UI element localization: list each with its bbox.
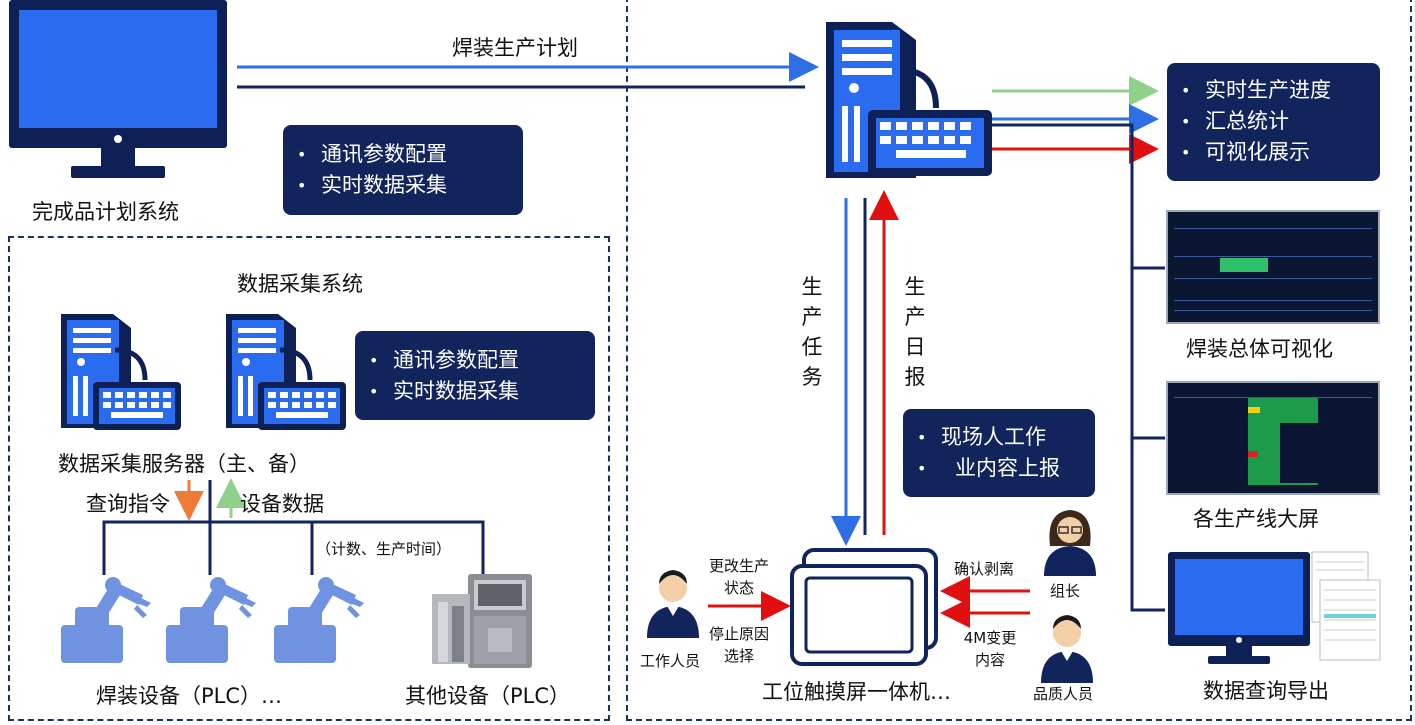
server-icon xyxy=(226,314,346,430)
right-summary-box: 实时生产进度 汇总统计 可视化展示 xyxy=(1167,63,1380,181)
query-label: 查询指令 xyxy=(86,492,170,516)
confirm-label: 确认剥离 xyxy=(954,560,1015,578)
device-data-label: 设备数据 xyxy=(240,492,324,516)
report-label: 生产日报 xyxy=(904,275,926,389)
server-icon xyxy=(61,314,181,430)
comm-box-top-item: 实时数据采集 xyxy=(283,170,523,201)
onsite-report-item: 现场人工作 xyxy=(903,422,1095,453)
comm-box-top: 通讯参数配置 实时数据采集 xyxy=(283,125,523,215)
acq-server-label: 数据采集服务器（主、备） xyxy=(58,452,310,476)
right-summary-item: 可视化展示 xyxy=(1167,137,1380,168)
quality-staff-icon xyxy=(1041,615,1093,683)
leader-icon xyxy=(1044,510,1096,576)
comm-box-top-item: 通讯参数配置 xyxy=(283,139,523,170)
right-summary-item: 汇总统计 xyxy=(1167,106,1380,137)
device-bus xyxy=(102,520,485,575)
right-summary-item: 实时生产进度 xyxy=(1167,75,1380,106)
plan-system-label: 完成品计划系统 xyxy=(32,200,179,224)
onsite-report-item-cont: 业内容上报 xyxy=(903,453,1095,484)
tablet-icon xyxy=(790,548,938,666)
monitor-icon xyxy=(9,0,227,178)
line-screens xyxy=(1166,381,1380,495)
count-note: （计数、生产时间） xyxy=(316,540,452,558)
comm-box-acq: 通讯参数配置 实时数据采集 xyxy=(355,331,595,420)
workstation-label: 工位触摸屏一体机… xyxy=(762,680,951,704)
robot-arm-icon xyxy=(61,577,151,663)
output-bus xyxy=(992,123,1165,612)
change4m-label: 4M变更内容 xyxy=(963,629,1017,669)
onsite-report-box: 现场人工作 业内容上报 xyxy=(903,409,1095,497)
overall-visual-screen xyxy=(1166,210,1380,324)
overall-visual-label: 焊装总体可视化 xyxy=(1186,337,1333,361)
acq-system-title: 数据采集系统 xyxy=(237,272,363,296)
mes-server-icon xyxy=(826,22,992,178)
leader-label: 组长 xyxy=(1050,582,1081,600)
plan-arrow-label: 焊装生产计划 xyxy=(452,36,578,60)
line-screens-label: 各生产线大屏 xyxy=(1193,507,1319,531)
query-export-label: 数据查询导出 xyxy=(1203,679,1329,703)
mes-region xyxy=(626,0,1412,721)
other-equipment-label: 其他设备（PLC） xyxy=(405,684,571,708)
comm-box-acq-item: 实时数据采集 xyxy=(355,376,595,407)
machine-icon xyxy=(432,574,532,668)
worker-icon xyxy=(647,570,699,638)
quality-staff-label: 品质人员 xyxy=(1033,685,1094,703)
change-state-label: 更改生产状态 xyxy=(708,557,769,597)
worker-label: 工作人员 xyxy=(640,652,701,670)
robot-arm-icon xyxy=(274,577,364,663)
query-monitor-icon xyxy=(1168,551,1381,664)
welding-equipment-label: 焊装设备（PLC）… xyxy=(96,684,283,708)
stop-reason-label: 停止原因选择 xyxy=(708,625,769,665)
acq-system-region xyxy=(8,236,610,721)
robot-arm-icon xyxy=(166,577,256,663)
comm-box-acq-item: 通讯参数配置 xyxy=(355,345,595,376)
task-label: 生产任务 xyxy=(801,275,823,389)
